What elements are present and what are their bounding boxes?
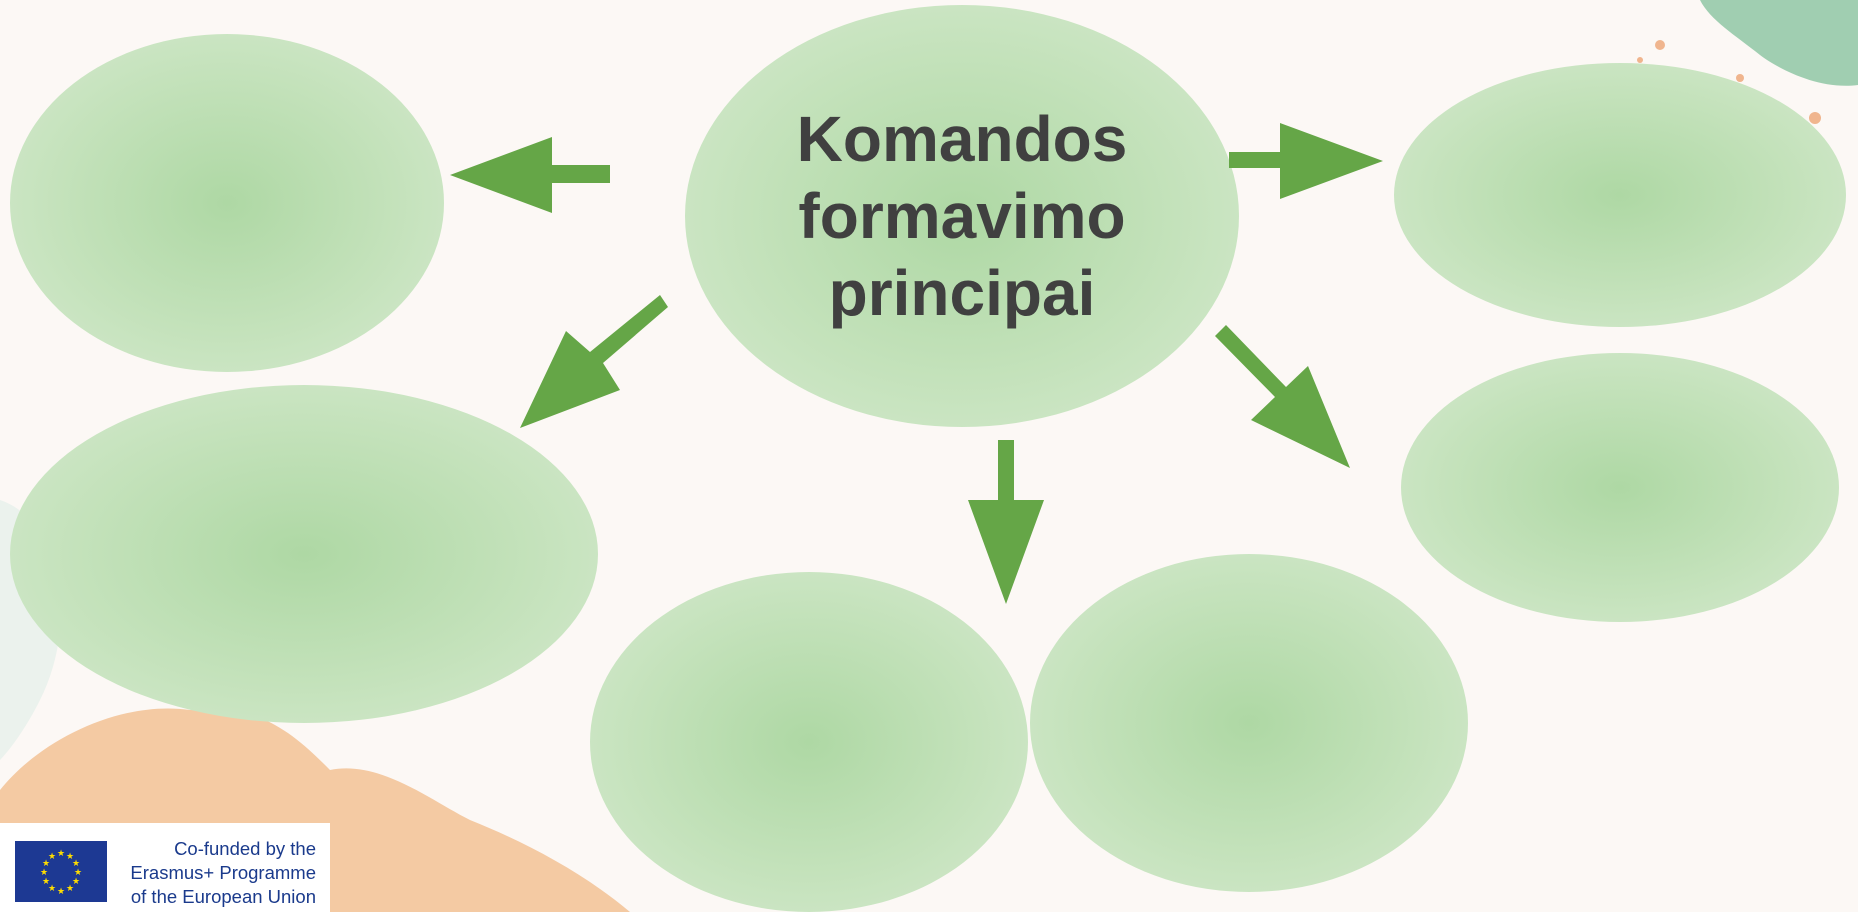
svg-text:★: ★ (72, 859, 80, 869)
eu-cofunded-badge: ★ ★ ★ ★ ★ ★ ★ ★ ★ ★ ★ ★ Co-funded by the… (0, 823, 330, 912)
oval-center (685, 5, 1239, 427)
oval-top-right (1394, 63, 1846, 327)
eu-flag-icon: ★ ★ ★ ★ ★ ★ ★ ★ ★ ★ ★ ★ (15, 841, 107, 902)
svg-text:★: ★ (66, 852, 74, 862)
center-title: Komandos formavimo principai (796, 102, 1128, 329)
svg-text:★: ★ (57, 887, 65, 897)
eu-text-line: Erasmus+ Programme (130, 862, 316, 883)
svg-text:★: ★ (40, 868, 48, 878)
arrow-left (450, 137, 610, 213)
arrow-down-right (1215, 325, 1350, 468)
oval-middle-left (10, 385, 598, 723)
arrow-down-left (520, 295, 668, 428)
svg-text:★: ★ (72, 877, 80, 887)
oval-middle-right (1401, 353, 1839, 622)
eu-cofunded-text: Co-funded by the Erasmus+ Programme of t… (106, 837, 316, 909)
svg-text:★: ★ (74, 868, 82, 878)
svg-text:★: ★ (42, 859, 50, 869)
svg-text:★: ★ (57, 849, 65, 859)
svg-text:★: ★ (48, 852, 56, 862)
center-title-container: Komandos formavimo principai (685, 5, 1239, 427)
eu-text-line: of the European Union (130, 886, 316, 907)
svg-text:★: ★ (48, 884, 56, 894)
oval-top-left (10, 34, 444, 372)
svg-text:★: ★ (42, 877, 50, 887)
svg-text:★: ★ (66, 884, 74, 894)
arrow-down (968, 440, 1044, 604)
oval-bottom-center-right (1030, 554, 1468, 892)
arrow-right (1229, 123, 1383, 199)
eu-text-line: Co-funded by the (174, 838, 316, 859)
oval-bottom-center-left (590, 572, 1028, 912)
